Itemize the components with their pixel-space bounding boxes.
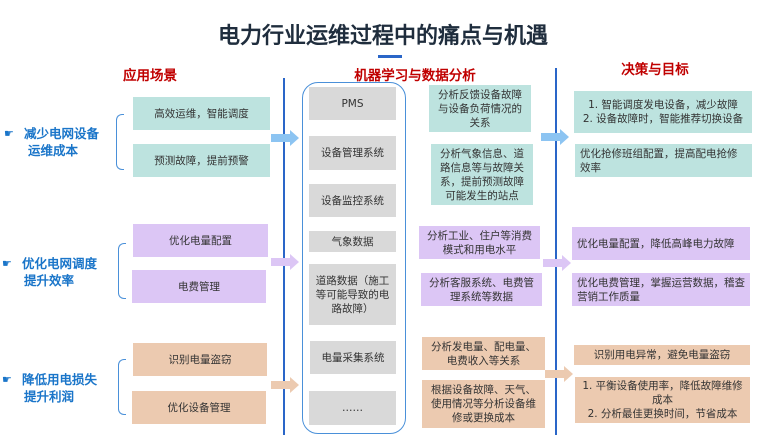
goal-reduce-cost: ☛ 减少电网设备 运维成本	[4, 125, 114, 159]
source-box: PMS	[309, 87, 396, 120]
header-scenarios: 应用场景	[123, 68, 177, 84]
scenario-box: 电费管理	[132, 270, 266, 303]
analysis-box: 根据设备故障、天气、使用情况等分析设备维修或更换成本	[422, 380, 545, 428]
decision-box: 1. 智能调度发电设备，减少故障 2. 设备故障时，智能推荐切换设备	[574, 91, 752, 133]
goal-line: 提升效率	[24, 273, 75, 288]
source-box: ……	[309, 391, 396, 425]
pointing-hand-icon: ☛	[2, 373, 12, 386]
source-box: 气象数据	[309, 231, 396, 252]
data-sources-container	[302, 82, 406, 434]
brace	[118, 243, 126, 299]
decision-box: 1. 平衡设备使用率，降低故障维修成本 2. 分析最佳更换时间，节省成本	[575, 377, 750, 423]
source-box: 设备管理系统	[309, 136, 396, 170]
analysis-box: 分析发电量、配电量、电费收入等关系	[422, 337, 545, 370]
decision-box: 识别用电异常，避免电量盗窃	[574, 345, 750, 365]
decision-box: 优化电量配置，降低高峰电力故障	[572, 227, 750, 260]
scenario-box: 优化设备管理	[132, 391, 266, 424]
scenario-box: 识别电量盗窃	[133, 343, 267, 376]
arrow-right-icon	[541, 129, 569, 145]
divider-line	[555, 68, 557, 435]
arrow-right-icon	[271, 254, 299, 270]
arrow-right-icon	[545, 366, 573, 382]
divider-line	[283, 78, 285, 435]
source-box: 道路数据（施工等可能导致的电路故障）	[309, 264, 396, 325]
title-underline	[378, 55, 402, 58]
scenario-box: 预测故障，提前预警	[133, 144, 270, 177]
goal-line: 降低用电损失	[22, 372, 98, 387]
page-title: 电力行业运维过程中的痛点与机遇	[217, 24, 548, 49]
arrow-right-icon	[271, 377, 299, 393]
decision-box: 优化电费管理，掌握运营数据，稽查营销工作质量	[572, 273, 750, 306]
source-box: 电量采集系统	[310, 341, 396, 374]
goal-line: 提升利润	[24, 389, 75, 404]
goal-line: 运维成本	[28, 143, 79, 158]
pointing-hand-icon: ☛	[4, 127, 14, 140]
goal-line: 优化电网调度	[22, 256, 98, 271]
decision-box: 优化抢修班组配置，提高配电抢修效率	[575, 144, 752, 177]
analysis-box: 分析工业、住户等消费模式和用电水平	[419, 226, 540, 259]
brace	[118, 359, 126, 415]
arrow-right-icon	[543, 255, 571, 271]
scenario-box: 高效运维，智能调度	[133, 97, 270, 130]
header-ml: 机器学习与数据分析	[354, 68, 476, 84]
analysis-box: 分析客服系统、电费管理系统等数据	[421, 273, 542, 306]
goal-optimize-dispatch: ☛ 优化电网调度 提升效率	[2, 255, 112, 289]
goal-line: 减少电网设备	[24, 126, 100, 141]
analysis-box: 分析反馈设备故障与设备负荷情况的关系	[429, 85, 531, 132]
source-box: 设备监控系统	[309, 184, 396, 217]
brace	[116, 114, 124, 170]
pointing-hand-icon: ☛	[2, 257, 12, 270]
analysis-box: 分析气象信息、道路信息等与故障关系，提前预测故障可能发生的站点	[431, 144, 533, 205]
arrow-right-icon	[271, 130, 299, 146]
goal-reduce-loss: ☛ 降低用电损失 提升利润	[2, 371, 112, 405]
header-decisions: 决策与目标	[621, 62, 689, 78]
scenario-box: 优化电量配置	[133, 224, 268, 257]
